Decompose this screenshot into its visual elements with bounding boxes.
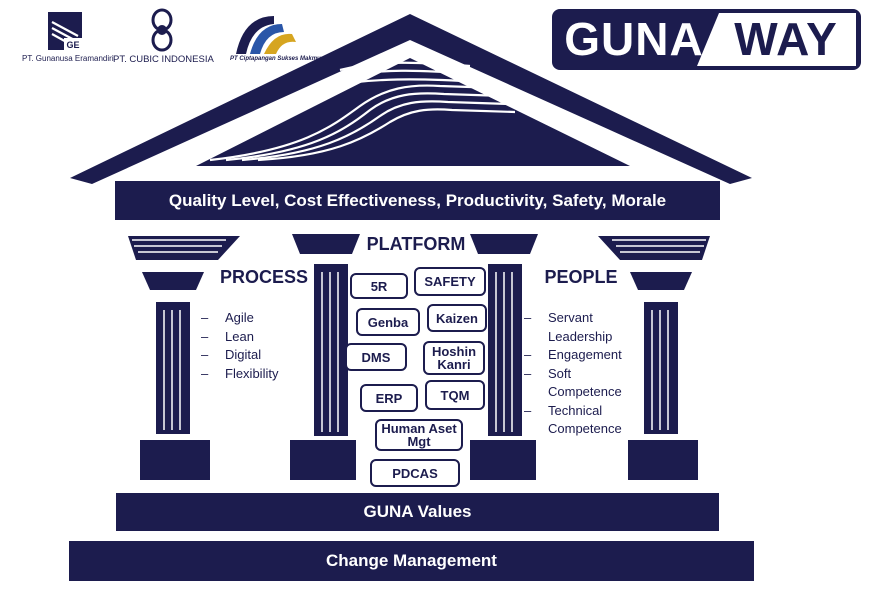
list-item: –Soft (524, 365, 572, 381)
platform-item-kaizen: Kaizen (427, 304, 487, 332)
roof-swoosh-5 (339, 61, 471, 72)
list-item-continuation: Competence (548, 384, 622, 399)
cipta-wave-emblem-icon (236, 16, 296, 54)
cubic-caption: PT. CUBIC INDONESIA (113, 54, 214, 65)
list-item-continuation: Competence (548, 421, 622, 436)
platform-item-safety: SAFETY (414, 267, 486, 296)
list-item: –Flexibility (201, 365, 279, 381)
list-item-continuation: Leadership (548, 328, 613, 344)
list-item: –Lean (201, 328, 254, 344)
change-management-band: Change Management (69, 541, 754, 581)
list-item: –Technical (524, 402, 603, 418)
platform-item-erp: ERP (360, 384, 418, 412)
gunaway-brand-badge: GUNA WAY (551, 8, 862, 71)
platform-item-tqm: TQM (425, 380, 485, 410)
gunanusa-emblem-icon: GE (48, 12, 82, 50)
roof-swoosh-1 (209, 84, 501, 162)
cubic-logo: PT. CUBIC INDONESIA (113, 8, 218, 68)
guna-values-band: GUNA Values (116, 493, 719, 531)
list-item: –Engagement (524, 347, 622, 362)
list-item: –Servant (524, 310, 593, 325)
gunanusa-caption: PT. Gunanusa Eramandiri (22, 54, 114, 63)
brand-left-text: GUNA (564, 13, 704, 65)
roof-swoosh-6 (335, 69, 477, 80)
process-list: –Agile –Lean –Digital –Flexibility (201, 309, 311, 383)
platform-item-dms: DMS (345, 343, 407, 371)
cubic-emblem-icon (151, 8, 173, 52)
gunanusa-mark: GE (66, 40, 79, 50)
platform-item-human-aset-mgt: Human Aset Mgt (375, 419, 463, 451)
list-item: –Agile (201, 310, 254, 325)
list-item: –Digital (201, 347, 262, 362)
process-title: PROCESS (219, 267, 309, 287)
quality-band: Quality Level, Cost Effectiveness, Produ… (115, 181, 720, 220)
people-title: PEOPLE (544, 267, 618, 287)
gunanusa-logo: GE PT. Gunanusa Eramandiri (22, 12, 114, 67)
platform-item-pdcas: PDCAS (370, 459, 460, 487)
roof-swoosh-2 (225, 92, 506, 162)
cipta-logo: PT Ciptapangan Sukses Makmur (228, 10, 323, 68)
roof-swoosh-7 (329, 78, 481, 88)
people-list: –Servant Leadership –Engagement –Soft Co… (524, 309, 642, 439)
roof-swoosh-3 (241, 100, 511, 162)
platform-item-hoshin-kanri: Hoshin Kanri (423, 341, 485, 375)
platform-item-5r: 5R (350, 273, 408, 299)
roof-swoosh-4 (257, 108, 516, 162)
cipta-caption: PT Ciptapangan Sukses Makmur (230, 56, 324, 62)
platform-title: PLATFORM (366, 234, 466, 254)
platform-item-genba: Genba (356, 308, 420, 336)
brand-right-text: WAY (734, 13, 838, 65)
roof-pediment (196, 58, 630, 166)
